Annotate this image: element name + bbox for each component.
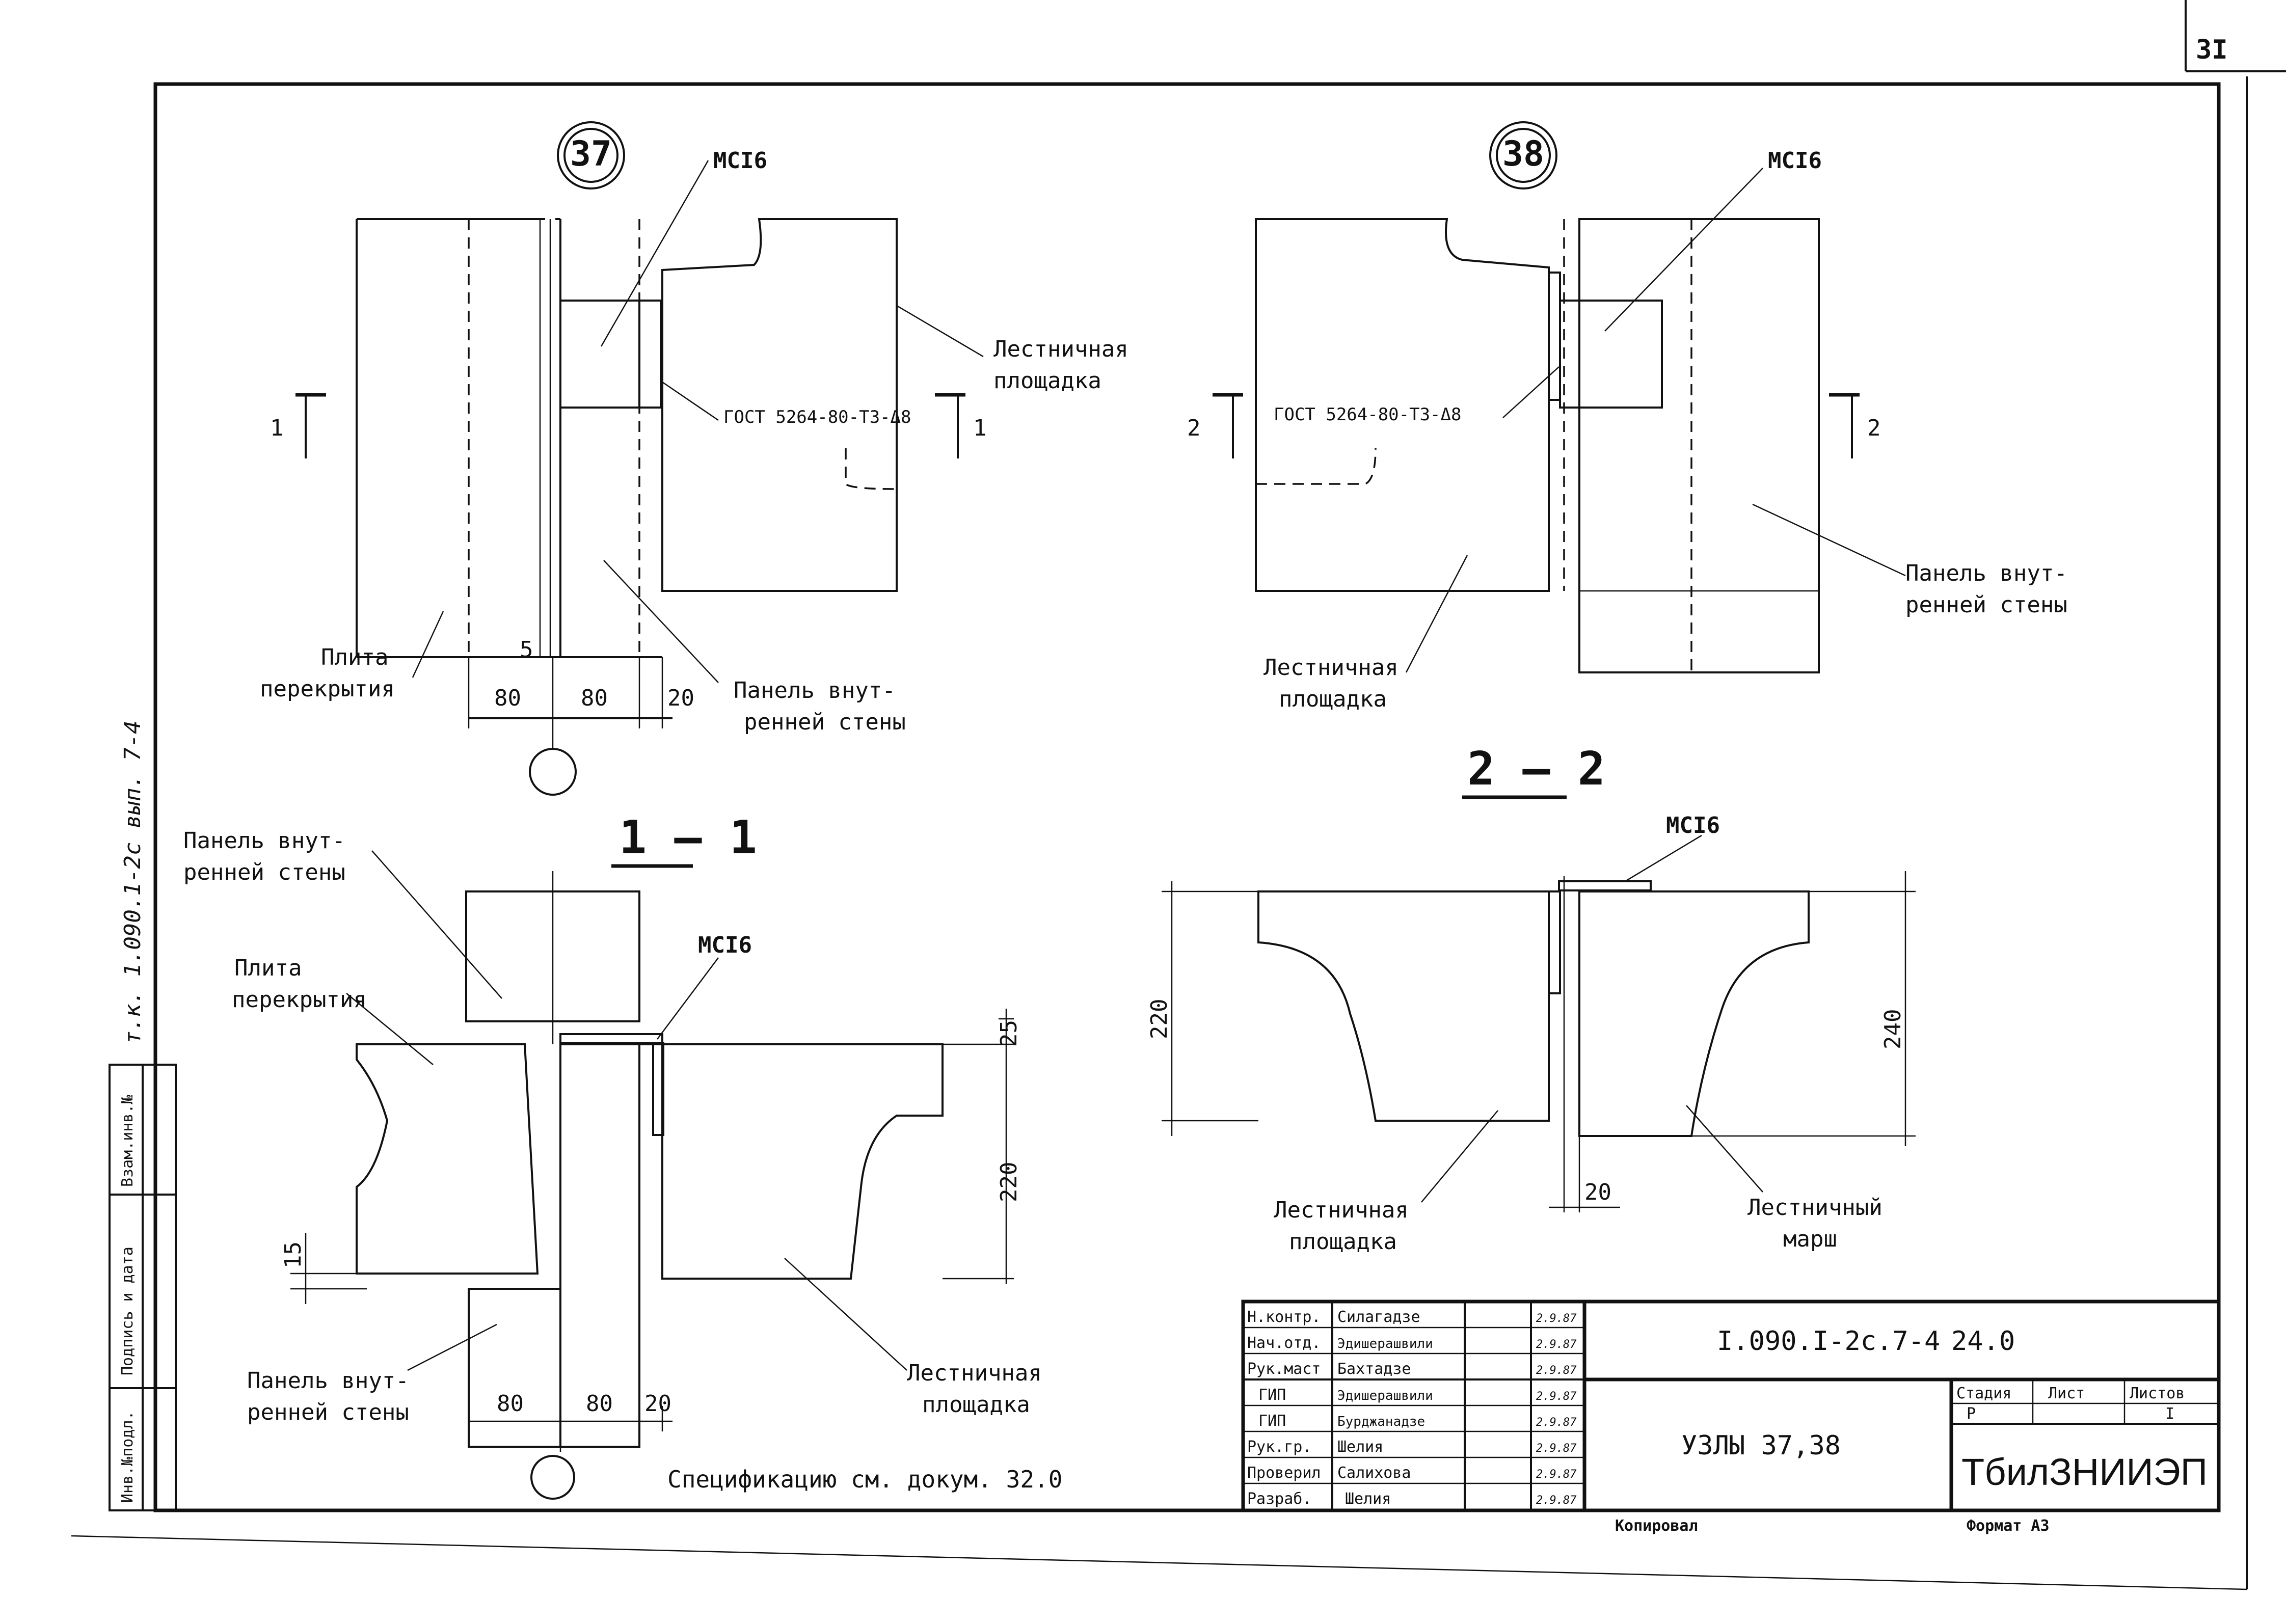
tb-name-3: Эдишерашвили <box>1337 1388 1433 1403</box>
tb-stage-value: Р <box>1967 1405 1976 1423</box>
tb-name-0: Силагадзе <box>1337 1308 1420 1326</box>
tb-role-4: ГИП <box>1258 1412 1286 1430</box>
node-38-gost: ГОСТ 5264-80-Т3-Δ8 <box>1274 404 1461 425</box>
tb-role-3: ГИП <box>1258 1386 1286 1404</box>
node-38-panel: Панель внут-ренней стены <box>1905 560 2067 618</box>
section-mark-1-left: 1 <box>270 415 284 441</box>
dim-22-left: 220 <box>1146 999 1172 1039</box>
dim-22-right: 240 <box>1880 1009 1906 1049</box>
dim-22-gap: 20 <box>1584 1179 1611 1205</box>
tb-name-4: Бурджанадзе <box>1337 1414 1425 1429</box>
section-1-1-panel-bottom: Панель внут-ренней стены <box>247 1368 409 1425</box>
tb-date-4: 2.9.87 <box>1536 1416 1577 1429</box>
section-1-1: 1 — 1 25 220 15 80 80 20 Панель внут-рен… <box>183 811 1042 1500</box>
dim-11-h-small: 15 <box>280 1241 306 1268</box>
section-mark-2-right: 2 <box>1867 415 1881 441</box>
tb-stage-header: Стадия <box>1956 1385 2011 1402</box>
side-vertical-code: т.к. 1.090.1-2с вып. 7-4 <box>120 720 146 1044</box>
section-mark-2-left: 2 <box>1187 415 1201 441</box>
section-1-1-panel-top: Панель внут-ренней стены <box>183 828 345 885</box>
side-margin-table: Инв.№подл. Подпись и дата Взам.инв.№ <box>109 1064 177 1511</box>
copied-label: Копировал <box>1615 1517 1698 1535</box>
dim-37-5: 5 <box>520 637 533 663</box>
side-cell-sign: Подпись и дата <box>119 1247 137 1375</box>
tb-name-2: Бахтадзе <box>1337 1360 1411 1378</box>
section-1-1-mcl: МСI6 <box>698 932 752 958</box>
tb-organization: ТбилЗНИИЭП <box>1961 1451 2208 1493</box>
tb-sheet-header: Лист <box>2048 1385 2085 1402</box>
dim-11-h-top: 25 <box>996 1020 1022 1047</box>
dim-37-80a: 80 <box>494 685 521 711</box>
node-38-plan: 38 2 2 МСI6 ГОСТ 5264-80-Т3-Δ8 Лестнична… <box>1187 121 2067 712</box>
page-number: 3I <box>2196 35 2228 65</box>
dim-11-h-main: 220 <box>996 1162 1022 1202</box>
tb-doc-sheet: 24.0 <box>1951 1326 2015 1357</box>
tb-name-7: Шелия <box>1345 1490 1391 1508</box>
node-37-mcl: МСI6 <box>713 148 767 174</box>
tb-date-6: 2.9.87 <box>1536 1468 1577 1481</box>
tb-role-0: Н.контр. <box>1247 1308 1321 1326</box>
node-38-number: 38 <box>1502 134 1544 174</box>
tb-date-3: 2.9.87 <box>1536 1390 1577 1403</box>
section-1-1-title: 1 — 1 <box>619 811 757 864</box>
tb-date-1: 2.9.87 <box>1536 1338 1577 1351</box>
tb-role-2: Рук.маст <box>1247 1360 1321 1378</box>
node-38-mcl: МСI6 <box>1768 148 1822 174</box>
node-37-gost: ГОСТ 5264-80-Т3-Δ8 <box>723 407 911 427</box>
section-2-2-title: 2 — 2 <box>1467 742 1605 796</box>
tb-name-5: Шелия <box>1337 1438 1383 1456</box>
format-label: Формат А3 <box>1967 1517 2050 1535</box>
sheet-frame <box>71 0 2286 1590</box>
tb-role-7: Разраб. <box>1247 1490 1311 1508</box>
tb-drawing-title: УЗЛЫ 37,38 <box>1681 1430 1841 1461</box>
section-mark-1-right: 1 <box>973 415 987 441</box>
title-block: Н.контр. Силагадзе 2.9.87 Нач.отд. Эдише… <box>1241 1300 2221 1512</box>
tb-date-2: 2.9.87 <box>1536 1364 1577 1377</box>
specification-note: Спецификацию см. докум. 32.0 <box>667 1466 1062 1493</box>
tb-doc-code: I.090.I-2с.7-4 <box>1717 1326 1940 1357</box>
dim-37-80b: 80 <box>581 685 608 711</box>
side-cell-inv: Инв.№подл. <box>119 1411 137 1503</box>
tb-name-1: Эдишерашвили <box>1337 1336 1433 1351</box>
tb-role-6: Проверил <box>1247 1464 1321 1482</box>
tb-date-0: 2.9.87 <box>1536 1312 1577 1325</box>
node-37-panel: Панель внут-ренней стены <box>734 678 906 735</box>
side-cell-replace: Взам.инв.№ <box>119 1095 137 1187</box>
section-2-2-mcl: МСI6 <box>1666 813 1720 838</box>
dim-11-w3: 20 <box>644 1391 671 1417</box>
tb-sheets-value: I <box>2165 1405 2174 1423</box>
tb-date-5: 2.9.87 <box>1536 1442 1577 1455</box>
dim-37-20: 20 <box>667 685 694 711</box>
dim-11-w1: 80 <box>497 1391 524 1417</box>
tb-sheets-header: Листов <box>2130 1385 2185 1402</box>
tb-role-5: Рук.гр. <box>1247 1438 1311 1456</box>
node-37-number: 37 <box>570 134 612 174</box>
tb-name-6: Салихова <box>1337 1464 1411 1482</box>
tb-date-7: 2.9.87 <box>1536 1494 1577 1507</box>
dim-11-w2: 80 <box>586 1391 613 1417</box>
tb-role-1: Нач.отд. <box>1247 1334 1321 1352</box>
